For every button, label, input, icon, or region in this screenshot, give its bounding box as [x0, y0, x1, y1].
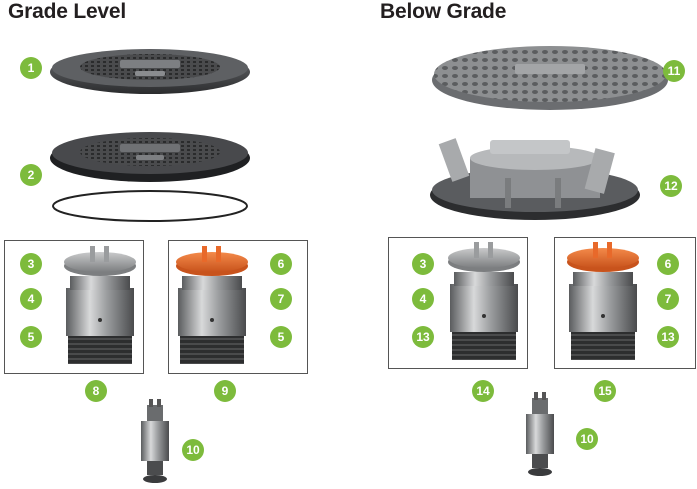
- badge-7-below: 7: [657, 288, 679, 310]
- badge-3-grade: 3: [20, 253, 42, 275]
- badge-9: 9: [214, 380, 236, 402]
- badge-10-below: 10: [576, 428, 598, 450]
- badge-12: 12: [660, 175, 682, 197]
- badge-4-below: 4: [412, 288, 434, 310]
- badge-4-grade: 4: [20, 288, 42, 310]
- badge-5-grade: 5: [20, 326, 42, 348]
- badge-2: 2: [20, 164, 42, 186]
- badge-15: 15: [594, 380, 616, 402]
- badge-7-grade: 7: [270, 288, 292, 310]
- badge-5b-grade: 5: [270, 326, 292, 348]
- badge-1: 1: [20, 57, 42, 79]
- badge-13b-below: 13: [657, 326, 679, 348]
- below-lid-11: [432, 46, 668, 110]
- badge-10-grade: 10: [182, 439, 204, 461]
- badge-11: 11: [663, 60, 685, 82]
- grade-frame-2: [50, 132, 250, 182]
- below-frame-12: [430, 138, 640, 220]
- badge-8: 8: [85, 380, 107, 402]
- orange-adapter-grade: [176, 246, 248, 364]
- valve-insert-grade: [141, 399, 169, 483]
- orange-adapter-below: [567, 242, 639, 360]
- valve-insert-below: [526, 392, 554, 476]
- badge-14: 14: [472, 380, 494, 402]
- gray-adapter-below: [448, 242, 520, 360]
- badge-13-below: 13: [412, 326, 434, 348]
- badge-6-grade: 6: [270, 253, 292, 275]
- gray-adapter-grade: [64, 246, 136, 364]
- o-ring-gasket: [53, 191, 247, 221]
- badge-3-below: 3: [412, 253, 434, 275]
- grade-lid-1: [50, 49, 250, 94]
- badge-6-below: 6: [657, 253, 679, 275]
